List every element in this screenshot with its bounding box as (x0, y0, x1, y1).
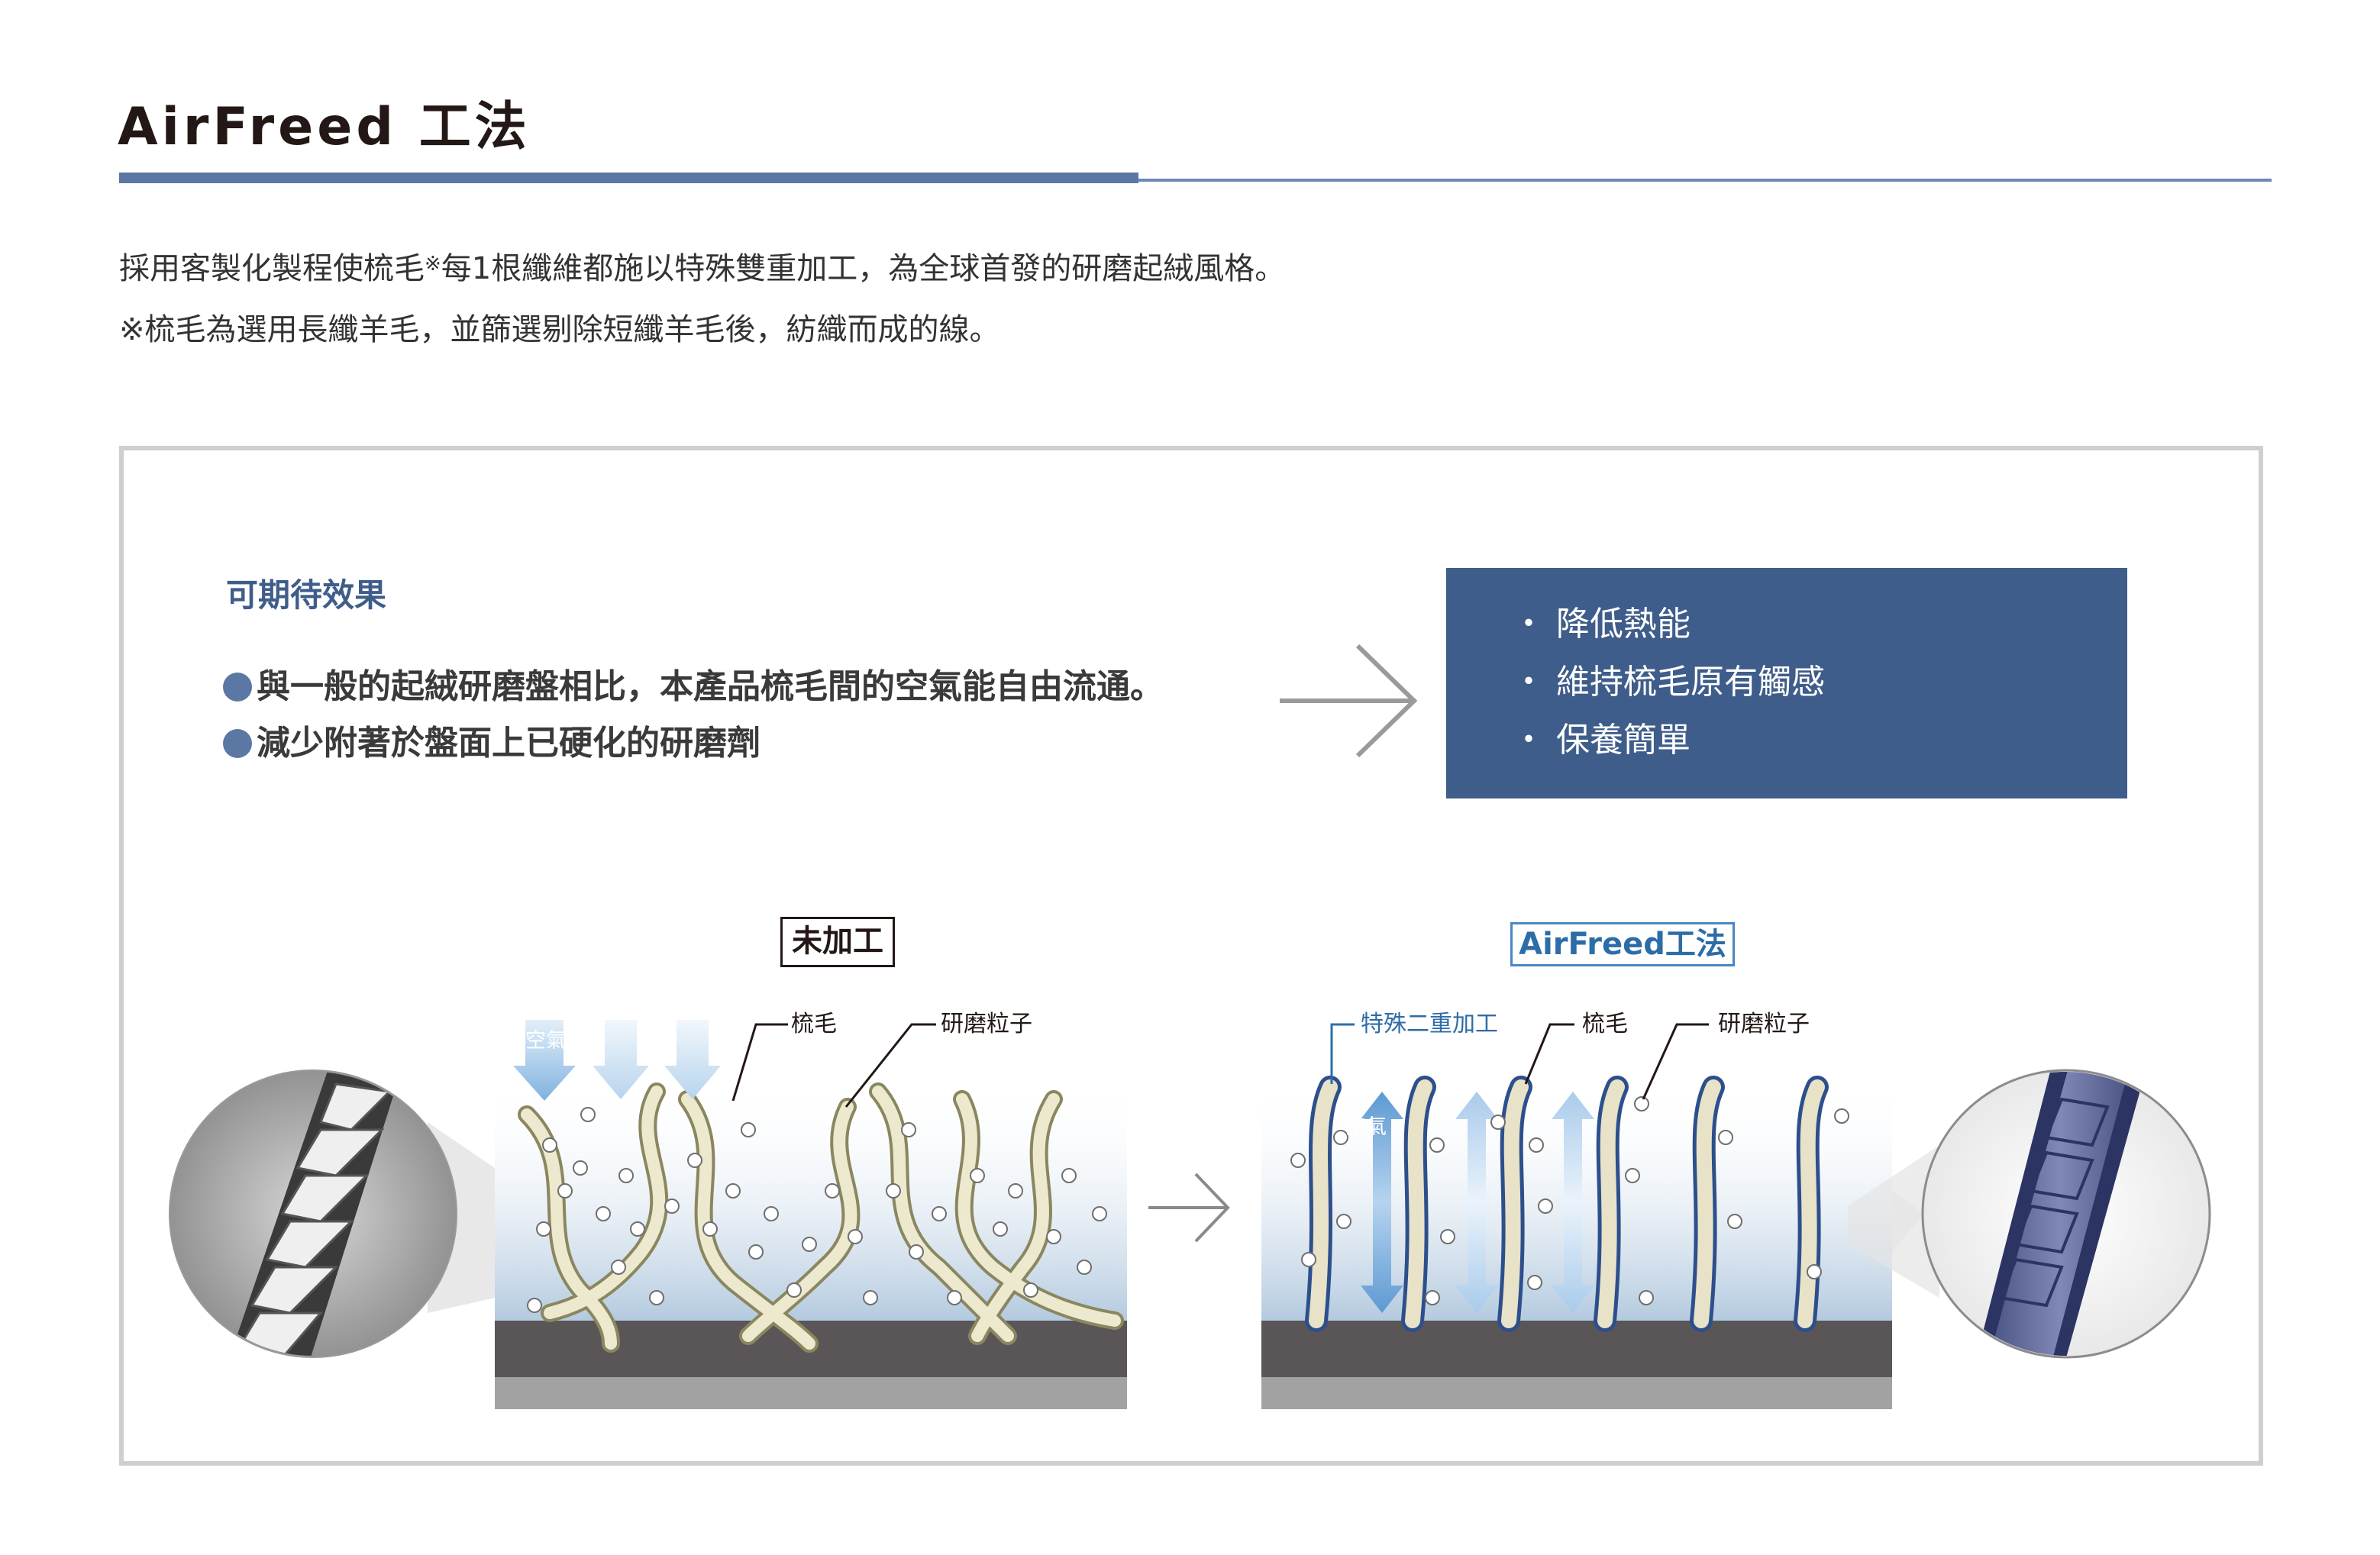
airfreed-panel (1261, 1023, 2211, 1409)
result-item-2: ・維持梳毛原有觸感 (1512, 663, 1825, 702)
intro-line-1: 採用客製化製程使梳毛※每1根纖維都施以特殊雙重加工，為全球首發的研磨起絨風格。 (119, 247, 1285, 290)
title-rule (119, 173, 1138, 183)
effects-heading: 可期待效果 (226, 576, 387, 614)
intro-text-b: 每1根纖維都施以特殊雙重加工，為全球首發的研磨起絨風格。 (441, 251, 1286, 286)
page-title: AirFreed 工法 (118, 97, 531, 157)
note-mark: ※ (425, 253, 441, 276)
right-arrow-icon (1280, 644, 1418, 758)
air-label-right: 空氣 (1345, 1115, 1387, 1139)
bullet-dot-icon (223, 729, 252, 758)
callout-special-coating: 特殊二重加工 (1361, 1011, 1498, 1037)
intro-line-2: ※梳毛為選用長纖羊毛，並篩選剔除短纖羊毛後，紡織而成的線。 (119, 312, 1000, 347)
untreated-panel (169, 1020, 1127, 1409)
effect-text-1: 與一般的起絨研磨盤相比，本產品梳毛間的空氣能自由流通。 (257, 667, 1164, 706)
callout-abrasive-right: 研磨粒子 (1718, 1011, 1810, 1037)
airfreed-label: AirFreed工法 (1510, 922, 1735, 966)
callout-combed-wool-right: 梳毛 (1582, 1011, 1628, 1037)
intro-text-a: 採用客製化製程使梳毛 (119, 251, 425, 286)
right-arrow-icon (1148, 1173, 1230, 1243)
title-rule-extension (1138, 179, 2272, 182)
diagram-frame (119, 446, 2263, 1466)
untreated-label: 未加工 (780, 917, 895, 967)
effect-text-2: 減少附著於盤面上已硬化的研磨劑 (257, 724, 761, 763)
result-item-3: ・保養簡單 (1512, 721, 1691, 760)
callout-combed-wool-left: 梳毛 (791, 1011, 837, 1037)
results-box: ・降低熱能 ・維持梳毛原有觸感 ・保養簡單 (1446, 568, 2127, 798)
callout-abrasive-left: 研磨粒子 (941, 1011, 1032, 1037)
effect-bullet-2: 減少附著於盤面上已硬化的研磨劑 (223, 721, 761, 766)
bullet-dot-icon (223, 673, 252, 702)
effect-bullet-1: 與一般的起絨研磨盤相比，本產品梳毛間的空氣能自由流通。 (223, 664, 1164, 710)
result-item-1: ・降低熱能 (1512, 605, 1691, 644)
air-label-left: 空氣 (525, 1029, 567, 1053)
